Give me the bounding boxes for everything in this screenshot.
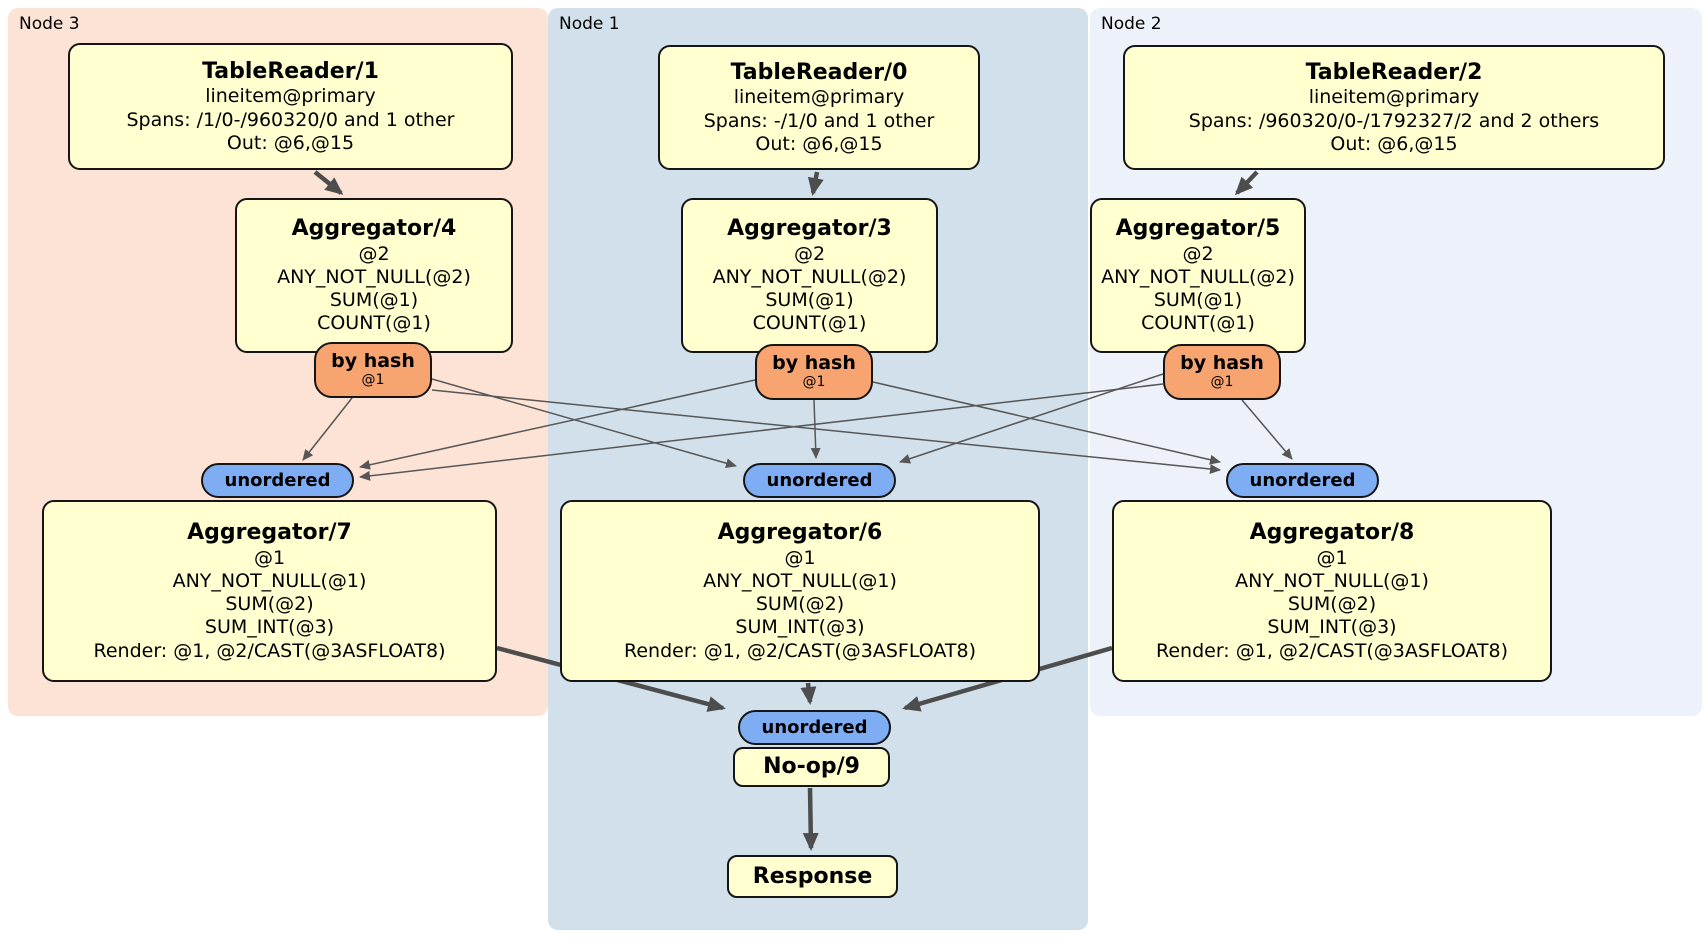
unordered-sync-label: unordered [1249, 470, 1356, 491]
processor-detail: SUM(@2) [755, 593, 845, 616]
processor-title: Response [752, 863, 873, 889]
aggregator-3-node: Aggregator/3 @2 ANY_NOT_NULL(@2) SUM(@1)… [681, 198, 938, 353]
hash-router-column: @1 [361, 372, 385, 389]
processor-title: TableReader/1 [202, 58, 379, 84]
aggregator-4-node: Aggregator/4 @2 ANY_NOT_NULL(@2) SUM(@1)… [235, 198, 513, 353]
aggregator-8-node: Aggregator/8 @1 ANY_NOT_NULL(@1) SUM(@2)… [1112, 500, 1552, 682]
noop-9-node: No-op/9 [733, 747, 890, 787]
processor-detail: lineitem@primary [733, 86, 905, 109]
hash-router-node1: by hash @1 [755, 344, 873, 400]
edge-byhash3-unordered2 [431, 389, 1221, 474]
processor-detail: @1 [253, 546, 286, 569]
processor-detail: Spans: -/1/0 and 1 other [703, 109, 935, 132]
response-node: Response [727, 855, 898, 898]
hash-router-label: by hash [1180, 352, 1264, 375]
processor-detail: SUM(@1) [1153, 289, 1243, 312]
tablereader-2-node: TableReader/2 lineitem@primary Spans: /9… [1123, 45, 1665, 170]
hash-router-node2: by hash @1 [1163, 344, 1281, 400]
processor-detail: Out: @6,@15 [1330, 132, 1458, 155]
processor-title: TableReader/2 [1305, 59, 1483, 85]
processor-detail: COUNT(@1) [752, 312, 867, 335]
unordered-sync-node2: unordered [1226, 463, 1379, 498]
edge-byhash1-unordered3 [359, 379, 756, 470]
hash-router-label: by hash [772, 352, 856, 375]
edge-tablereader2-aggregator5 [1234, 170, 1259, 196]
processor-title: Aggregator/8 [1249, 520, 1415, 546]
region-label-node1: Node 1 [559, 14, 620, 34]
processor-detail: COUNT(@1) [317, 312, 431, 335]
unordered-sync-label: unordered [761, 717, 868, 738]
processor-title: Aggregator/3 [727, 216, 892, 242]
processor-detail: Render: @1, @2/CAST(@3ASFLOAT8) [93, 639, 446, 662]
processor-detail: SUM(@2) [1287, 593, 1377, 616]
tablereader-0-node: TableReader/0 lineitem@primary Spans: -/… [658, 45, 980, 170]
processor-detail: ANY_NOT_NULL(@1) [172, 569, 367, 592]
aggregator-6-node: Aggregator/6 @1 ANY_NOT_NULL(@1) SUM(@2)… [560, 500, 1040, 682]
processor-detail: ANY_NOT_NULL(@2) [712, 266, 907, 289]
processor-detail: @2 [1182, 242, 1214, 265]
processor-detail: ANY_NOT_NULL(@2) [1101, 266, 1295, 289]
processor-detail: ANY_NOT_NULL(@1) [703, 569, 897, 592]
processor-detail: @2 [793, 242, 826, 265]
processor-detail: SUM_INT(@3) [204, 616, 335, 639]
processor-detail: Spans: /1/0-/960320/0 and 1 other [126, 108, 455, 131]
unordered-sync-node1: unordered [743, 463, 896, 498]
unordered-sync-label: unordered [766, 470, 873, 491]
processor-detail: Spans: /960320/0-/1792327/2 and 2 others [1188, 109, 1600, 132]
processor-detail: lineitem@primary [205, 85, 376, 108]
edge-byhash2-unordered3 [359, 383, 1164, 481]
processor-detail: @1 [1316, 546, 1348, 569]
processor-detail: ANY_NOT_NULL(@1) [1235, 569, 1429, 592]
processor-detail: SUM_INT(@3) [735, 616, 865, 639]
edge-byhash3-unordered1 [431, 378, 737, 469]
aggregator-7-node: Aggregator/7 @1 ANY_NOT_NULL(@1) SUM(@2)… [42, 500, 497, 682]
edge-byhash1-unordered2 [872, 381, 1221, 465]
region-label-node2: Node 2 [1101, 14, 1162, 34]
processor-detail: Render: @1, @2/CAST(@3ASFLOAT8) [624, 639, 976, 662]
processor-detail: Render: @1, @2/CAST(@3ASFLOAT8) [1156, 639, 1508, 662]
hash-router-column: @1 [802, 374, 826, 391]
unordered-sync-label: unordered [224, 470, 331, 491]
region-label-node3: Node 3 [19, 14, 80, 34]
edge-tablereader0-aggregator3 [807, 171, 824, 196]
tablereader-1-node: TableReader/1 lineitem@primary Spans: /1… [68, 43, 513, 170]
processor-detail: SUM(@2) [225, 593, 314, 616]
edge-byhash2-unordered1 [899, 373, 1164, 464]
processor-title: Aggregator/5 [1115, 216, 1281, 242]
processor-detail: Out: @6,@15 [226, 131, 355, 154]
processor-title: Aggregator/7 [187, 520, 352, 546]
processor-title: Aggregator/4 [291, 216, 457, 242]
processor-detail: ANY_NOT_NULL(@2) [277, 266, 471, 289]
processor-detail: @2 [358, 242, 390, 265]
processor-title: TableReader/0 [730, 59, 908, 85]
unordered-sync-final: unordered [738, 710, 891, 745]
processor-title: No-op/9 [763, 754, 860, 780]
edge-noop9-response [802, 787, 819, 851]
edge-tablereader1-aggregator4 [313, 170, 344, 195]
edge-aggregator6-final-unordered [800, 682, 817, 705]
hash-router-column: @1 [1210, 374, 1234, 391]
processor-detail: @1 [784, 546, 816, 569]
unordered-sync-node3: unordered [201, 463, 354, 498]
edge-byhash3-unordered3 [302, 397, 353, 461]
edge-byhash2-unordered2 [1241, 399, 1293, 460]
hash-router-label: by hash [331, 350, 415, 373]
processor-detail: COUNT(@1) [1141, 312, 1255, 335]
processor-detail: SUM_INT(@3) [1267, 616, 1397, 639]
processor-detail: Out: @6,@15 [755, 132, 883, 155]
processor-title: Aggregator/6 [717, 520, 883, 546]
processor-detail: SUM(@1) [765, 289, 854, 312]
edge-byhash1-unordered1 [810, 399, 821, 459]
aggregator-5-node: Aggregator/5 @2 ANY_NOT_NULL(@2) SUM(@1)… [1090, 198, 1306, 353]
hash-router-node3: by hash @1 [314, 342, 432, 398]
processor-detail: lineitem@primary [1308, 86, 1480, 109]
processor-detail: SUM(@1) [329, 289, 419, 312]
